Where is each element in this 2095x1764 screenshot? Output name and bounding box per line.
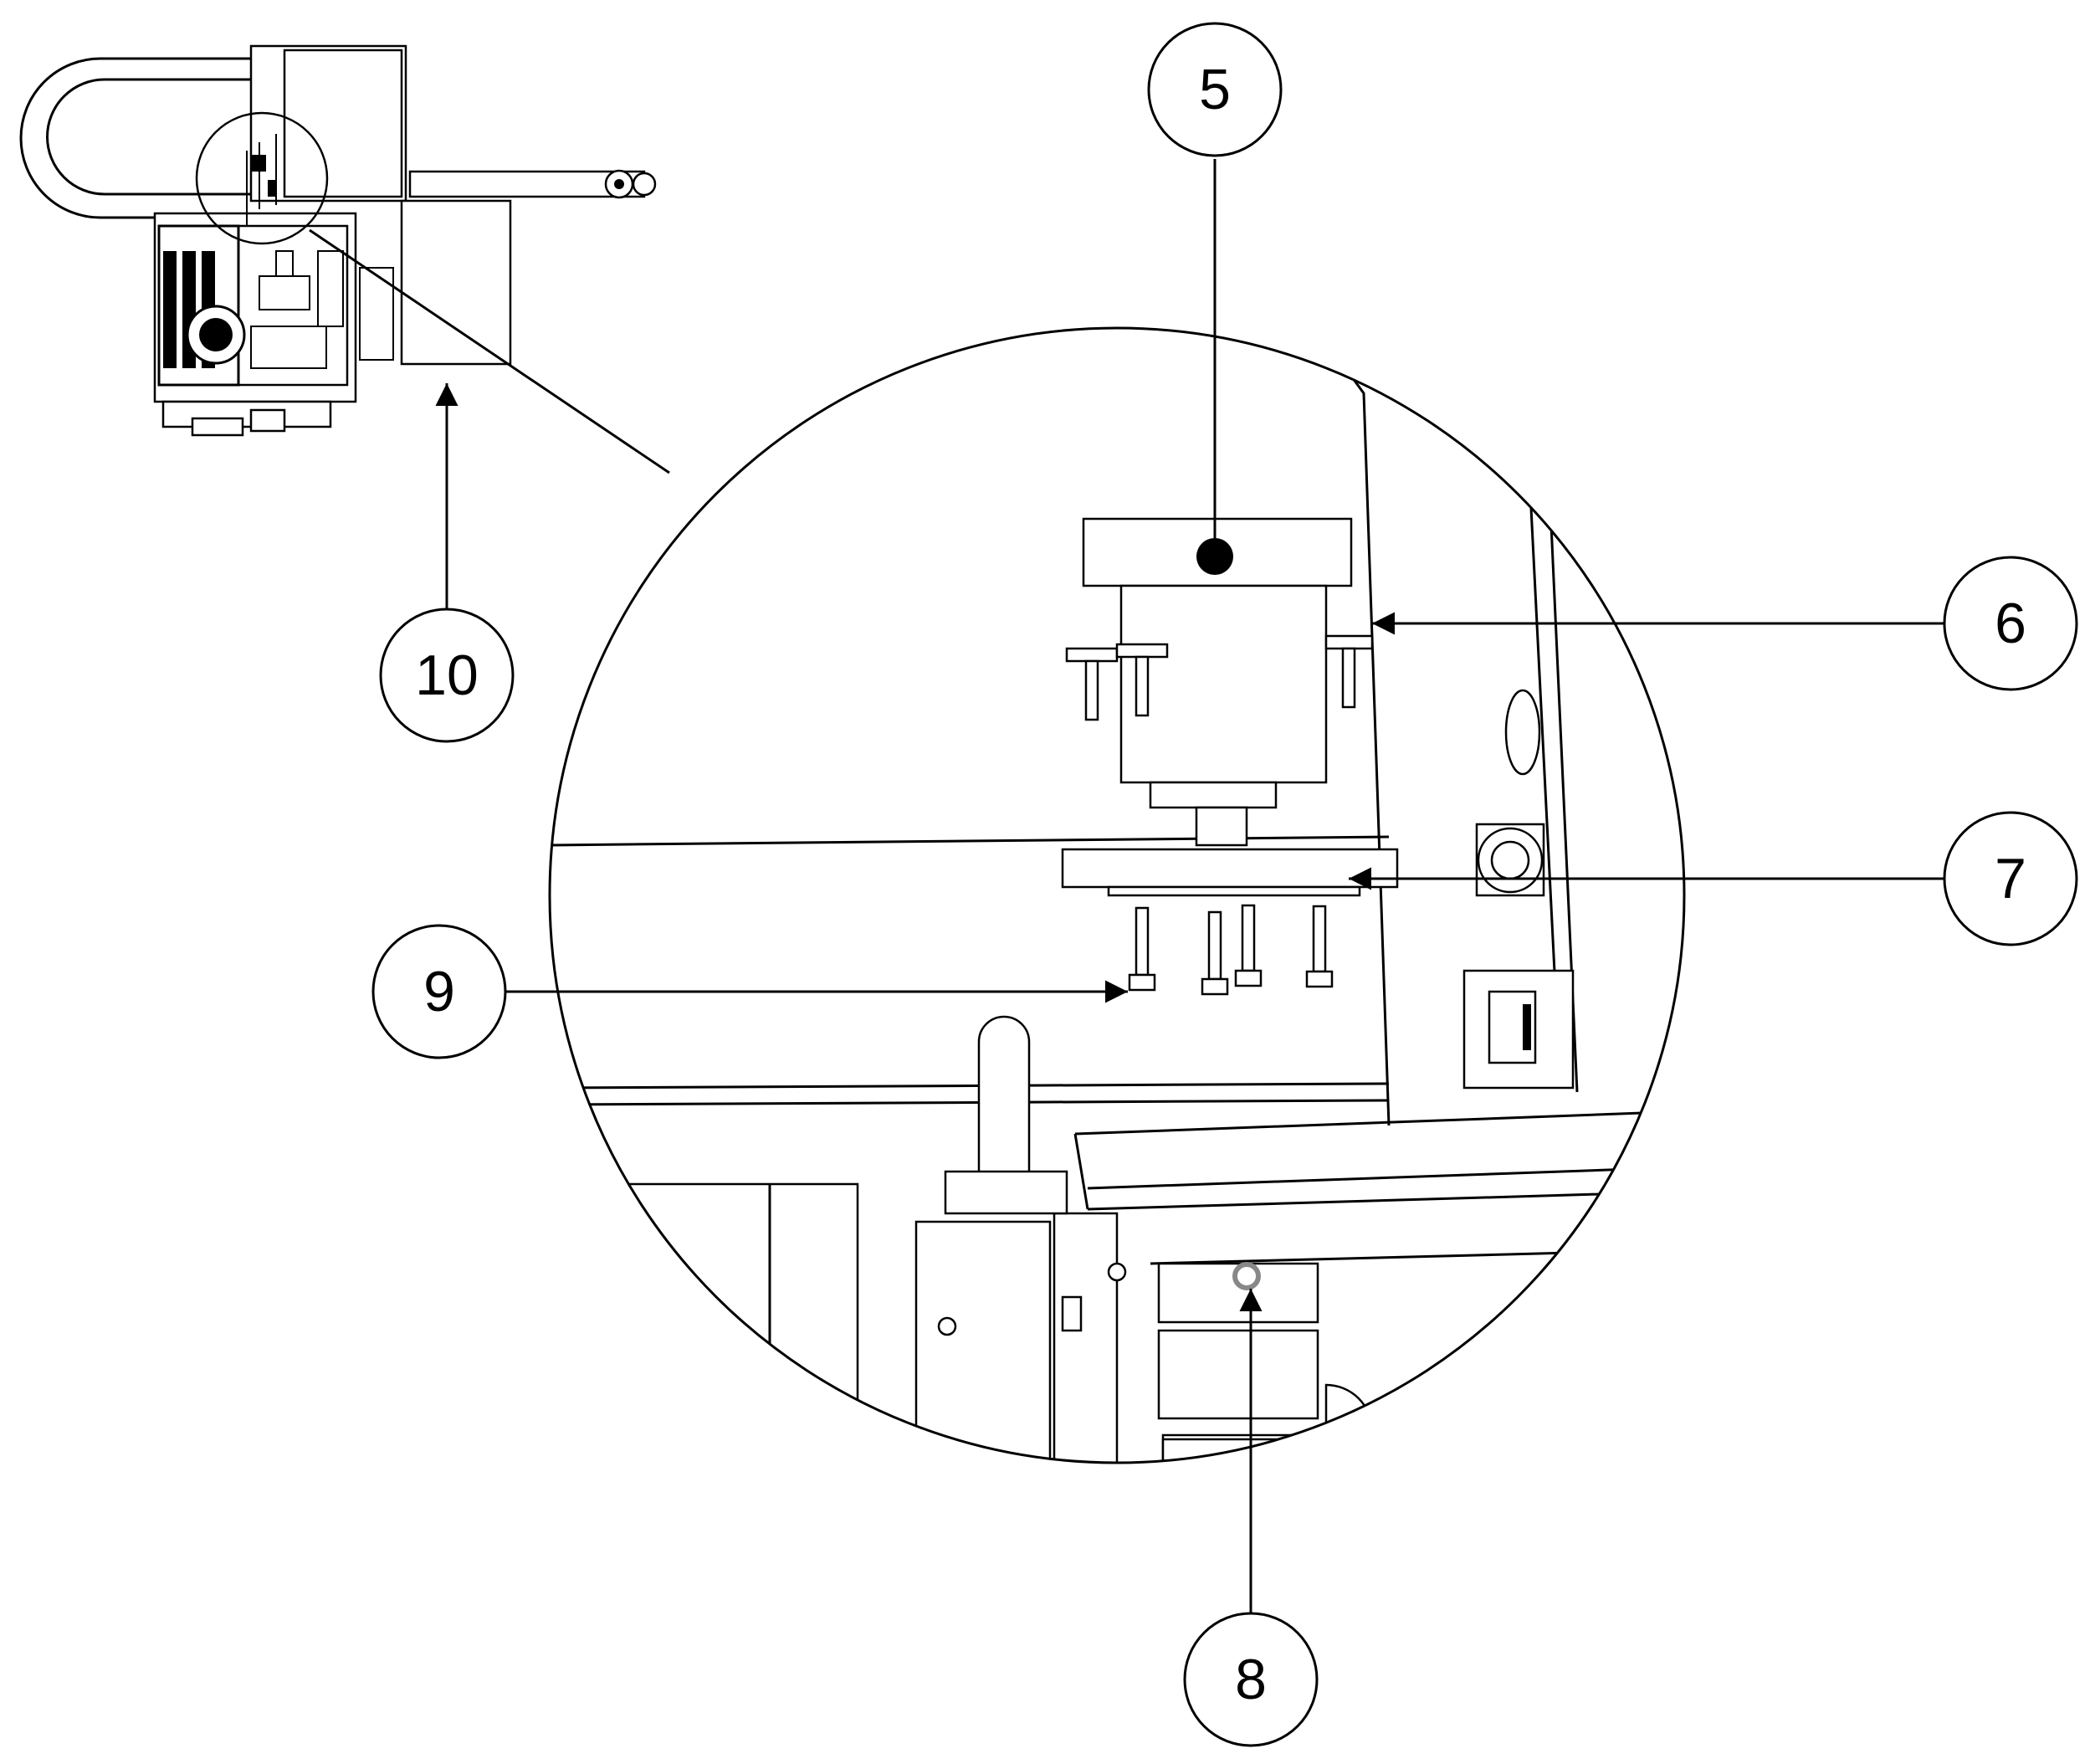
callout-10-label: 10 (415, 644, 479, 707)
callout-7-label: 7 (1995, 847, 2026, 910)
callout-6-label: 6 (1995, 592, 2026, 655)
callout-10: 10 (379, 608, 515, 743)
callout-5-label: 5 (1199, 58, 1231, 121)
detail-view (548, 326, 1686, 1464)
callout-6: 6 (1943, 556, 2078, 691)
callout-7: 7 (1943, 811, 2078, 946)
detail-lead-line (309, 228, 670, 474)
callout-5: 5 (1147, 22, 1283, 157)
callout-8: 8 (1183, 1612, 1319, 1747)
callout-9-label: 9 (423, 960, 455, 1023)
callout-9: 9 (371, 924, 507, 1059)
machine-overview (19, 44, 657, 437)
screws (1128, 904, 1334, 996)
callout-8-label: 8 (1235, 1648, 1267, 1711)
